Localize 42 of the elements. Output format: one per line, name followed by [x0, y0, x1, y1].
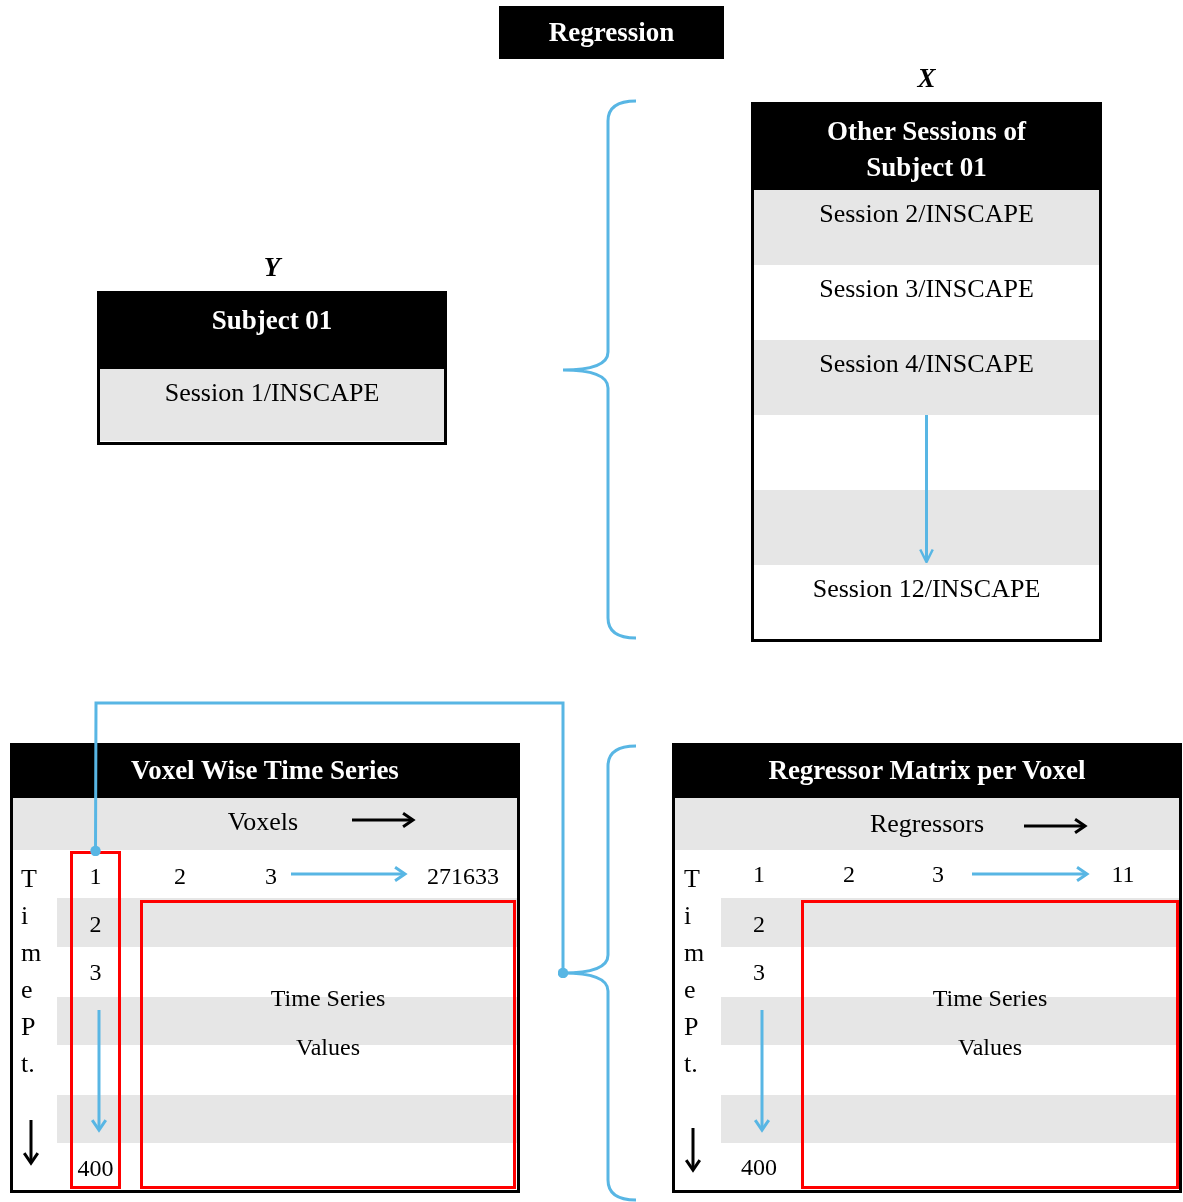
table-header: Other Sessions of Subject 01 — [754, 105, 1099, 190]
index-number: 2 — [843, 860, 855, 888]
index-number: 1 — [753, 860, 765, 888]
index-number: 2 — [753, 910, 765, 938]
highlight-box — [70, 851, 121, 1189]
index-number: 271633 — [427, 862, 499, 890]
session-label: Session 1/INSCAPE — [163, 377, 381, 408]
index-number: 11 — [1111, 860, 1135, 888]
highlight-box — [140, 900, 516, 1189]
index-number: 2 — [88, 910, 103, 938]
table-row — [754, 340, 1099, 415]
cell-text: Time Series Values — [269, 984, 387, 1062]
index-number: 400 — [741, 1153, 777, 1181]
highlight-box — [801, 900, 1179, 1189]
connector — [919, 415, 934, 564]
session-label: Session 2/INSCAPE — [818, 198, 1035, 229]
table-panel — [10, 743, 520, 1193]
axis-label: Regressors — [869, 809, 985, 839]
index-number: 400 — [76, 1154, 115, 1182]
table-header: Voxel Wise Time Series — [13, 746, 517, 798]
table-header: Regressor Matrix per Voxel — [675, 746, 1179, 798]
session-label: Session 3/INSCAPE — [818, 273, 1035, 304]
axis-label: Time Pt. — [684, 863, 705, 1080]
table-row — [754, 190, 1099, 265]
index-number: 3 — [932, 860, 944, 888]
session-label: Session 12/INSCAPE — [811, 573, 1042, 604]
connector — [90, 701, 569, 979]
index-number: 2 — [174, 862, 186, 890]
table-header: Subject 01 — [100, 294, 444, 369]
title: Regression — [499, 6, 724, 59]
index-number: 1 — [88, 862, 103, 890]
variable-label: X — [916, 62, 937, 95]
cell-text: Time Series Values — [931, 984, 1049, 1062]
index-number: 3 — [265, 862, 277, 890]
axis-label: Time Pt. — [21, 863, 42, 1080]
table-panel — [672, 743, 1182, 1193]
axis-label: Voxels — [227, 807, 299, 837]
index-number: 3 — [88, 958, 103, 986]
index-number: 3 — [753, 958, 765, 986]
session-label: Session 4/INSCAPE — [818, 348, 1035, 379]
variable-label: Y — [262, 251, 284, 284]
table-row — [100, 369, 444, 441]
